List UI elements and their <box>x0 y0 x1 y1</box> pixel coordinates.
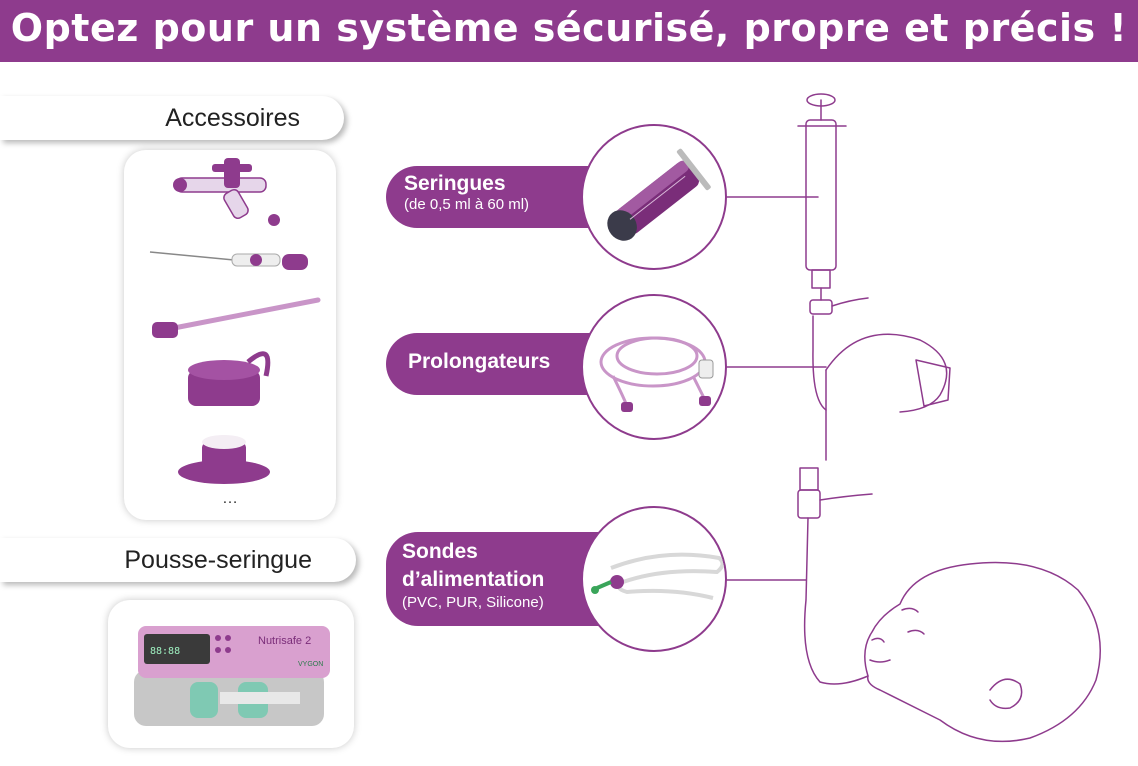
syringe-photo <box>581 124 727 270</box>
feeding-tubes-tag: Sondes d’alimentation (PVC, PUR, Silicon… <box>386 532 608 626</box>
bottle-adapter-icon <box>178 435 270 484</box>
extension-line-photo <box>581 294 727 440</box>
title-banner: Optez pour un système sécurisé, propre e… <box>0 0 1138 62</box>
page-title: Optez pour un système sécurisé, propre e… <box>10 6 1128 50</box>
syringe-pump-icon: 88:88 Nutrisafe 2 VYGON <box>134 626 330 726</box>
extension-line-icon <box>152 297 321 338</box>
bottle-cap-icon <box>188 351 271 406</box>
tubing-icon <box>599 336 714 412</box>
more-accessories: … <box>222 490 238 507</box>
svg-text:88:88: 88:88 <box>150 646 180 657</box>
feeding-tubes-detail: (PVC, PUR, Silicone) <box>402 594 544 611</box>
extension-lines-name: Prolongateurs <box>408 350 551 373</box>
accessories-label: Accessoires <box>0 96 344 140</box>
syringes-detail: (de 0,5 ml à 60 ml) <box>404 196 530 213</box>
three-way-stopcock-icon <box>173 158 280 226</box>
feeding-tube-icon <box>591 552 725 600</box>
accessories-card: … <box>124 150 336 520</box>
feeding-tube-photo <box>581 506 727 652</box>
catheter-needle-icon <box>149 251 308 270</box>
extension-lines-tag: Prolongateurs <box>386 333 614 395</box>
feeding-tubes-name: Sondes d’alimentation <box>402 540 545 591</box>
syringes-name: Seringues <box>404 172 506 195</box>
syringe-pump-label: Pousse-seringue <box>0 538 356 582</box>
pump-maker: VYGON <box>298 661 323 668</box>
syringe-pump-card: 88:88 Nutrisafe 2 VYGON <box>108 600 354 748</box>
pump-brand: Nutrisafe 2 <box>258 635 311 647</box>
syringe-icon <box>607 148 711 241</box>
